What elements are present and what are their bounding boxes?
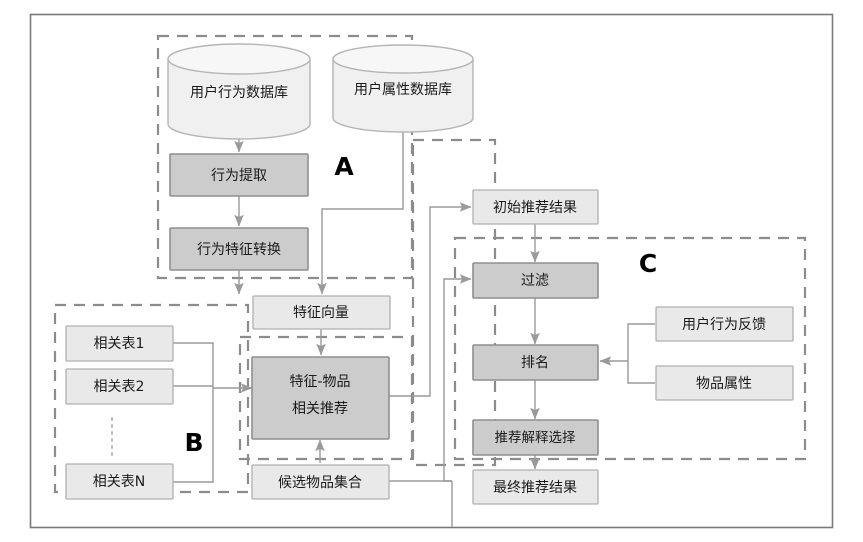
node-label-behavior-feature-transform: 行为特征转换: [197, 241, 281, 258]
connector-attrdb-to-featurevector: [317, 132, 404, 295]
connector-feedback-bus-top: [627, 323, 655, 361]
node-label-feature-item-rec-line2: 相关推荐: [292, 401, 348, 417]
node-label-final-rec-result: 最终推荐结果: [493, 480, 577, 496]
group-label-c: C: [639, 249, 657, 278]
group-region-a-right-extension: [411, 138, 497, 467]
node-ranking: 排名: [472, 344, 599, 381]
node-label-rec-explanation-select: 推荐解释选择: [495, 430, 576, 446]
node-label-feature-item-rec-line1: 特征-物品: [289, 374, 350, 390]
connector-feedback-bus-bottom: [627, 361, 655, 384]
node-label-user-behavior-db: 用户行为数据库: [190, 84, 288, 101]
node-related-table-1: 相关表1: [65, 325, 174, 362]
node-label-user-behavior-feedback: 用户行为反馈: [682, 316, 766, 333]
node-rec-explanation-select: 推荐解释选择: [472, 419, 599, 456]
node-behavior-feature-transform: 行为特征转换: [169, 227, 309, 271]
node-candidate-item-set: 候选物品集合: [251, 464, 390, 500]
node-label-behavior-extract: 行为提取: [211, 168, 267, 184]
connector-table1-bus: [172, 342, 214, 388]
node-related-table-n: 相关表N: [65, 463, 174, 500]
node-label-ranking: 排名: [521, 355, 549, 371]
node-label-feature-vector: 特征向量: [293, 305, 349, 321]
node-item-attribute: 物品属性: [655, 365, 794, 401]
connector-rec-to-initialresult: [389, 202, 472, 397]
node-user-behavior-feedback: 用户行为反馈: [655, 306, 794, 342]
node-feature-vector: 特征向量: [252, 295, 391, 330]
group-label-a: A: [334, 152, 354, 181]
node-label-related-table-1: 相关表1: [94, 336, 145, 352]
connector-tablen-bus: [172, 388, 214, 483]
outer-frame: [29, 13, 834, 529]
connector-candidate-to-filter: [443, 274, 472, 482]
node-label-candidate-item-set: 候选物品集合: [278, 474, 362, 491]
node-filter: 过滤: [472, 262, 599, 299]
node-label-related-table-n: 相关表N: [93, 474, 145, 490]
node-behavior-extract: 行为提取: [169, 153, 309, 197]
node-label-initial-rec-result: 初始推荐结果: [493, 199, 577, 216]
group-region-c: [453, 236, 807, 461]
node-initial-rec-result: 初始推荐结果: [472, 189, 599, 225]
node-feature-item-recommendation: 特征-物品 相关推荐: [251, 356, 390, 440]
node-user-behavior-db: 用户行为数据库: [167, 43, 311, 140]
node-label-filter: 过滤: [521, 273, 549, 289]
group-label-b: B: [184, 428, 203, 457]
node-related-table-2: 相关表2: [65, 368, 174, 405]
node-final-rec-result: 最终推荐结果: [472, 469, 599, 505]
node-user-attribute-db: 用户属性数据库: [332, 44, 474, 133]
node-label-related-table-2: 相关表2: [94, 379, 145, 395]
node-label-user-attribute-db: 用户属性数据库: [354, 81, 452, 98]
node-label-item-attribute: 物品属性: [696, 376, 752, 392]
